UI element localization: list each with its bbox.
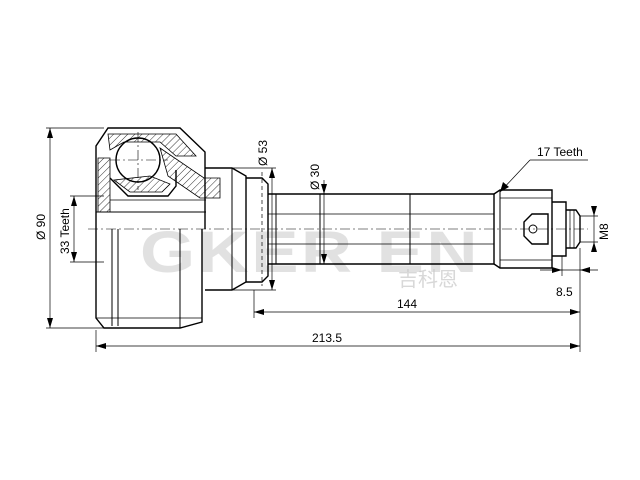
shaft-teeth-label: 17 Teeth (537, 145, 583, 159)
housing-wall-hatch (97, 157, 111, 213)
dim-total-length: 213.5 (95, 318, 581, 352)
shaft-outline (268, 193, 495, 265)
dim-thread-length: 8.5 (540, 248, 598, 299)
arrow-right (570, 343, 580, 349)
outer-teeth-label: 33 Teeth (58, 208, 72, 254)
arrow-right (580, 267, 590, 273)
dim-boot-diameter-label: Ø 53 (256, 140, 270, 166)
dim-shaft-teeth: 17 Teeth (499, 145, 588, 193)
cotter-hole (528, 224, 538, 234)
arrow-top (591, 206, 597, 216)
dim-outer-teeth: 33 Teeth (58, 195, 104, 263)
dim-boot-diameter: Ø 53 (232, 140, 276, 291)
arrow-bottom (321, 254, 327, 264)
arrow-left (96, 343, 106, 349)
dim-shaft-diameter-label: Ø 30 (308, 164, 322, 190)
spline-outline (493, 189, 553, 269)
leader-arrow (500, 182, 509, 192)
watermark-latin: GKER EN (140, 220, 480, 285)
arrow-bottom (591, 242, 597, 252)
dim-outer-diameter-label: Ø 90 (34, 214, 48, 240)
arrow-top (47, 128, 53, 138)
dim-thread: M8 (580, 206, 611, 252)
arrow-top (321, 184, 327, 194)
watermark-chinese: 吉科恩 (398, 267, 458, 291)
watermark: GKER EN 吉科恩 (140, 220, 480, 291)
arrow-left (254, 309, 264, 315)
boot-section-hatch (159, 147, 221, 199)
arrow-right (570, 309, 580, 315)
dim-outer-diameter: Ø 90 (34, 127, 104, 329)
housing-lower-outline (95, 229, 203, 329)
tip-outline (552, 201, 567, 257)
outer-housing (95, 127, 221, 329)
dim-shaft-length: 144 (253, 276, 581, 318)
boot-neck (205, 167, 269, 291)
collar-outline (246, 177, 269, 283)
shaft-length-label: 144 (397, 297, 417, 311)
shaft (268, 189, 581, 269)
inner-race-hatch (112, 175, 171, 193)
thread-length-label: 8.5 (556, 285, 573, 299)
cage-outline (109, 170, 177, 197)
housing-upper-outline (95, 127, 206, 229)
dim-shaft-diameter: Ø 30 (308, 164, 330, 265)
neck-outline (205, 167, 247, 291)
cotter-boss (523, 213, 549, 245)
arrow-bottom (269, 280, 275, 290)
arrow-top (71, 196, 77, 206)
arrow-bottom (47, 318, 53, 328)
arrow-top (269, 168, 275, 178)
arrow-left (552, 267, 562, 273)
total-length-label: 213.5 (312, 331, 342, 345)
thread-label: M8 (597, 223, 611, 240)
arrow-bottom (71, 252, 77, 262)
